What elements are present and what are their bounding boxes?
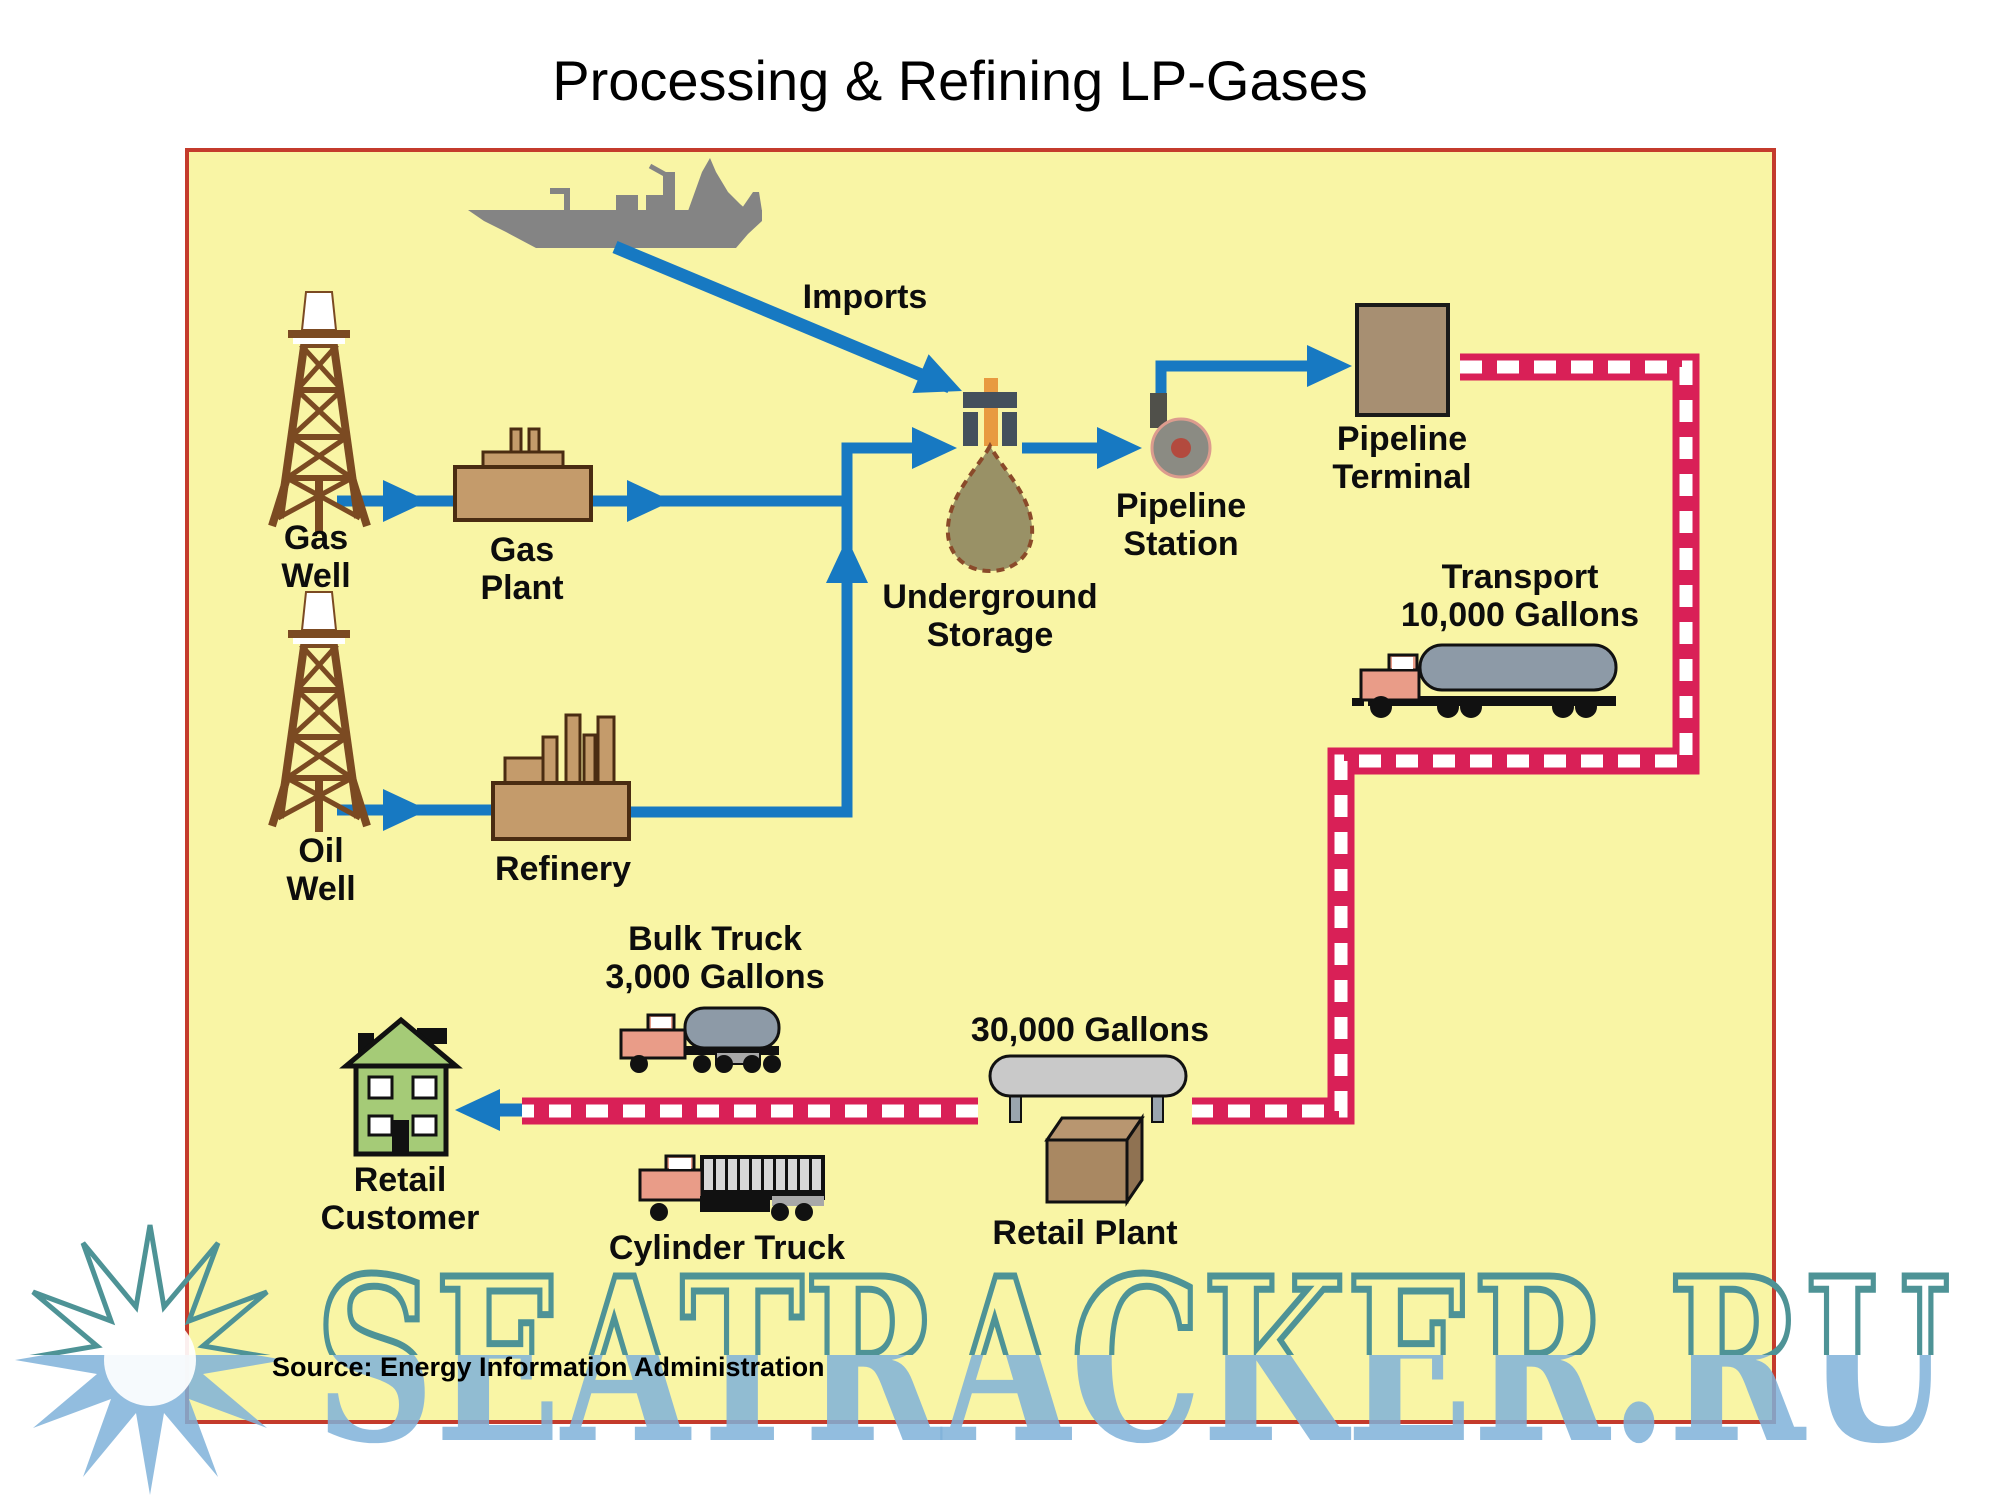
pipeline-terminal-label: Pipeline Terminal	[1332, 420, 1472, 497]
bulk-truck-label-capacity: 3,000 Gallons	[605, 958, 825, 997]
imports-label: Imports	[802, 278, 928, 316]
bulk-truck-label: Bulk Truck 3,000 Gallons	[605, 920, 824, 996]
underground-storage-label: Underground Storage	[882, 578, 1098, 655]
bulk-truck-label-name: Bulk Truck	[628, 920, 802, 958]
retail-plant-label: Retail Plant	[992, 1214, 1178, 1252]
transport-label: Transport 10,000 Gallons	[1401, 558, 1639, 634]
retail-tank-capacity-label: 30,000 Gallons	[970, 1011, 1210, 1049]
transport-label-name: Transport	[1441, 558, 1599, 596]
transport-label-capacity: 10,000 Gallons	[1400, 596, 1640, 635]
retail-customer-label: Retail Customer	[320, 1161, 480, 1238]
refinery-label: Refinery	[494, 850, 632, 888]
source-attribution: Source: Energy Information Administratio…	[272, 1352, 825, 1382]
page-title: Processing & Refining LP-Gases	[552, 49, 1368, 112]
gas-plant-label: Gas Plant	[480, 531, 564, 608]
oil-well-label: Oil Well	[286, 832, 356, 909]
gas-well-label: Gas Well	[281, 519, 351, 596]
pipeline-station-label: Pipeline Station	[1115, 487, 1247, 564]
cylinder-truck-label: Cylinder Truck	[608, 1229, 846, 1267]
